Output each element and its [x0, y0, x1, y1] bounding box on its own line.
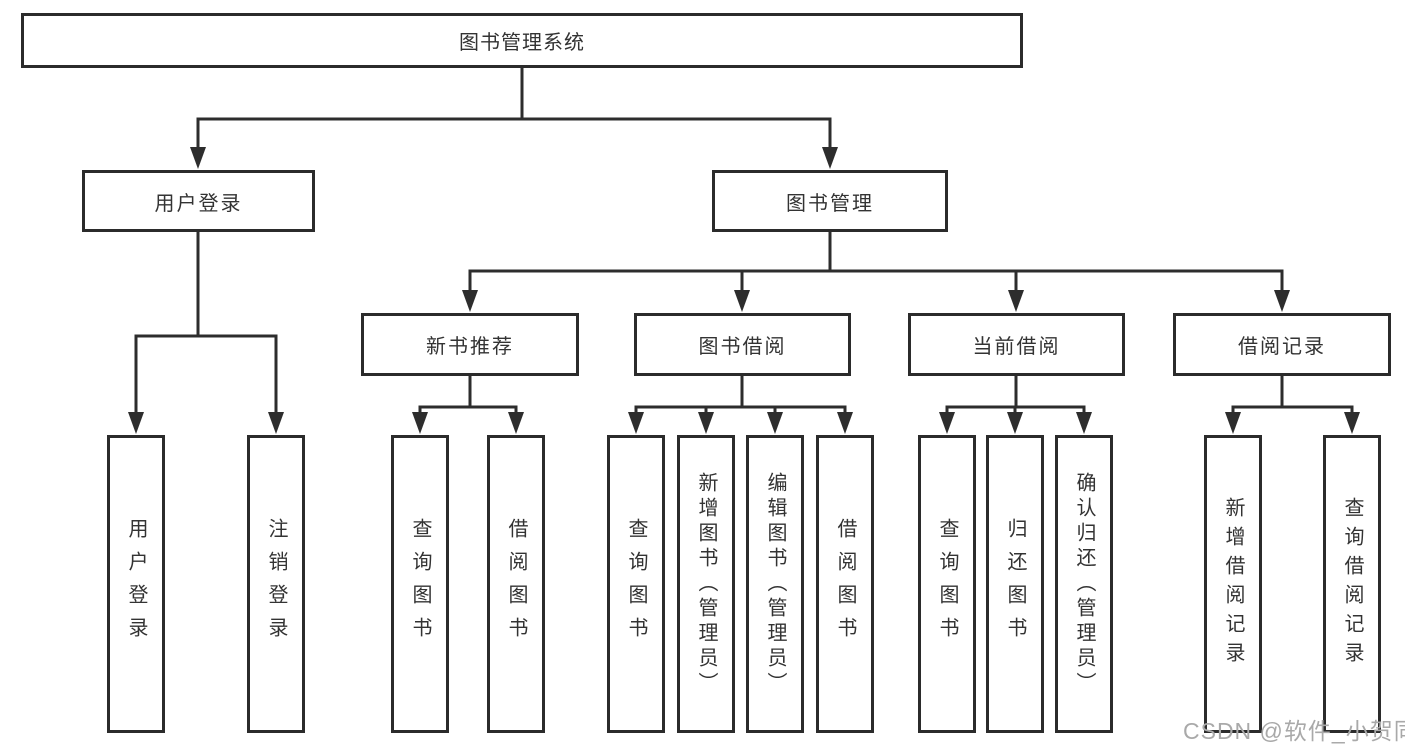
node-label: 用户登录: [154, 192, 243, 215]
node-label: 确认归还（管理员）: [1073, 471, 1095, 697]
node-book-borrow: 图书借阅: [634, 313, 851, 376]
node-label: 查询借阅记录: [1341, 497, 1363, 671]
leaf-borrow-books: 借阅图书: [816, 435, 874, 733]
node-user-login: 用户登录: [82, 170, 315, 232]
node-book-management: 图书管理: [712, 170, 948, 232]
node-label: 查询图书: [936, 518, 958, 650]
leaf-query-borrow-record: 查询借阅记录: [1323, 435, 1381, 733]
node-label: 新增图书（管理员）: [695, 471, 717, 697]
node-label: 借阅图书: [505, 518, 527, 650]
node-current-borrow: 当前借阅: [908, 313, 1125, 376]
node-new-book-recommend: 新书推荐: [361, 313, 579, 376]
csdn-watermark: CSDN @软件_小贺同学: [1183, 718, 1405, 744]
node-label: 图书管理系统: [459, 32, 585, 54]
node-borrow-records: 借阅记录: [1173, 313, 1391, 376]
node-label: 注销登录: [265, 518, 287, 650]
node-label: 借阅图书: [834, 518, 856, 650]
node-label: 查询图书: [409, 518, 431, 650]
leaf-confirm-return-admin: 确认归还（管理员）: [1055, 435, 1113, 733]
node-label: 图书管理: [786, 192, 874, 215]
leaf-edit-books-admin: 编辑图书（管理员）: [746, 435, 804, 733]
leaf-add-borrow-record: 新增借阅记录: [1204, 435, 1262, 733]
node-label: 借阅记录: [1238, 336, 1326, 358]
leaf-logout: 注销登录: [247, 435, 305, 733]
leaf-user-login: 用户登录: [107, 435, 165, 733]
node-label: 图书借阅: [698, 336, 787, 358]
node-label: 编辑图书（管理员）: [764, 471, 786, 697]
node-label: 查询图书: [625, 518, 647, 650]
leaf-query-books-current: 查询图书: [918, 435, 976, 733]
node-label: 新书推荐: [426, 336, 514, 358]
leaf-return-books: 归还图书: [986, 435, 1044, 733]
node-library-management-system: 图书管理系统: [21, 13, 1023, 68]
leaf-query-books-borrow: 查询图书: [607, 435, 665, 733]
node-label: 新增借阅记录: [1222, 497, 1244, 671]
node-label: 当前借阅: [972, 336, 1061, 358]
node-label: 归还图书: [1004, 518, 1026, 650]
leaf-add-books-admin: 新增图书（管理员）: [677, 435, 735, 733]
node-label: 用户登录: [125, 518, 147, 650]
leaf-query-books-recommend: 查询图书: [391, 435, 449, 733]
leaf-borrow-books-recommend: 借阅图书: [487, 435, 545, 733]
